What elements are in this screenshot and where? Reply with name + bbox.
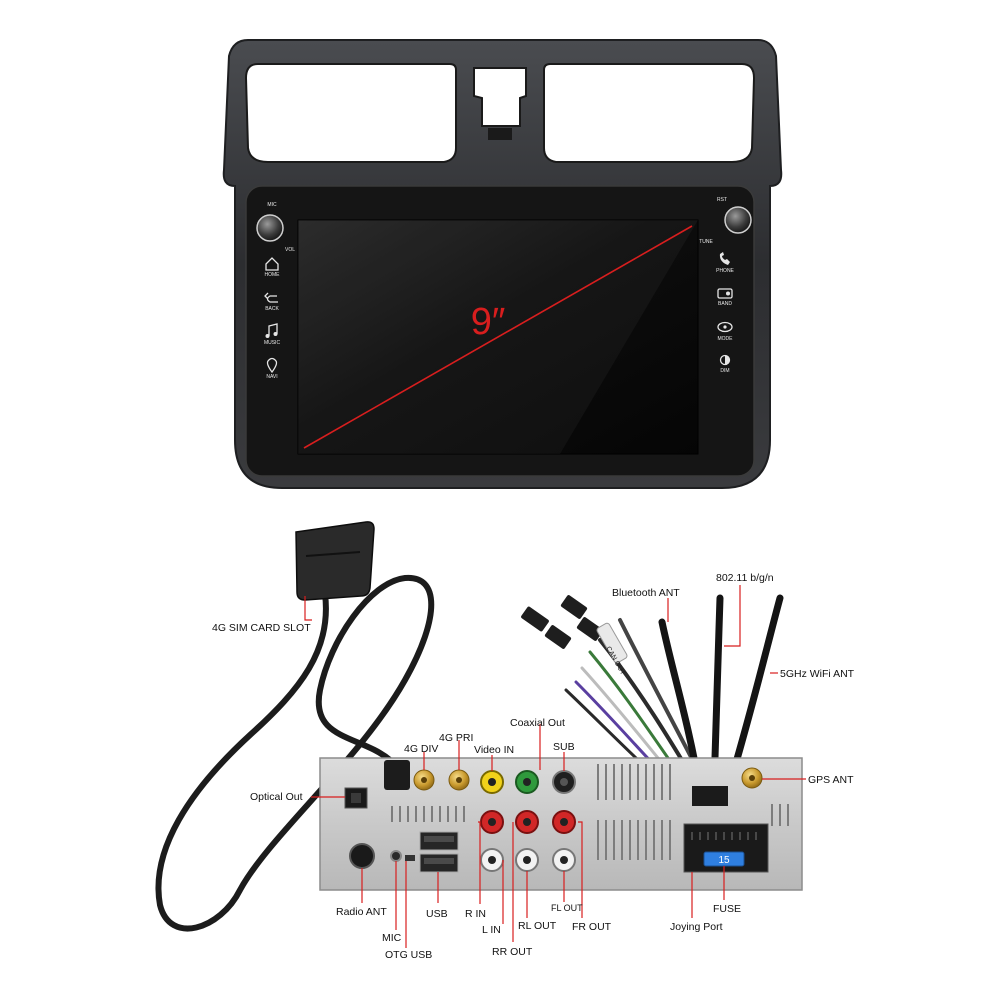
left-button-panel: MIC VOL HOME BACK MUSIC NAVI <box>256 202 295 381</box>
label-joying-port: Joying Port <box>670 921 723 933</box>
rst-label: RST <box>717 197 727 203</box>
music-icon <box>268 323 278 336</box>
label-radio-ant: Radio ANT <box>336 906 387 918</box>
tune-knob-icon[interactable] <box>724 206 752 234</box>
hazard-notch <box>488 128 512 140</box>
mic-label: MIC <box>267 202 277 208</box>
harness-plug <box>692 786 728 806</box>
sim-dongle <box>295 521 375 601</box>
harness-connector-4 <box>576 617 604 641</box>
mode-button[interactable]: MODE <box>717 321 734 343</box>
callout-labels: 4G SIM CARD SLOT Bluetooth ANT 802.11 b/… <box>212 572 855 961</box>
label-wifi-24: 802.11 b/g/n <box>716 572 774 584</box>
navi-icon <box>266 357 278 374</box>
sim-cable-plug <box>384 760 410 790</box>
harness-connector-1 <box>521 606 549 632</box>
mic-jack[interactable] <box>390 850 402 862</box>
label-optical-out: Optical Out <box>250 791 303 803</box>
back-icon <box>264 292 278 303</box>
home-icon <box>265 257 279 271</box>
screen-diagonal-line <box>303 225 693 449</box>
label-l-in: L IN <box>482 924 501 936</box>
label-sub: SUB <box>553 741 575 753</box>
leader-lines <box>304 585 806 948</box>
volume-knob-icon[interactable] <box>256 214 284 242</box>
right-vent-opening <box>543 63 756 163</box>
label-rr-out: RR OUT <box>492 946 533 958</box>
fuse-value: 15 <box>718 855 730 866</box>
music-label: MUSIC <box>264 340 281 346</box>
label-fr-out: FR OUT <box>572 921 612 933</box>
hazard-cutout <box>473 67 527 127</box>
band-icon <box>717 288 733 299</box>
home-button[interactable]: HOME <box>265 257 281 278</box>
band-button[interactable]: BAND <box>717 288 733 307</box>
head-unit-front: 9″ MIC VOL HOME BACK MUSIC NAVI <box>222 39 783 489</box>
label-fl-out: FL OUT <box>551 903 583 913</box>
mode-icon <box>717 321 733 333</box>
back-button[interactable]: BACK <box>264 292 279 312</box>
label-usb: USB <box>426 908 448 920</box>
label-rl-out: RL OUT <box>518 920 557 932</box>
label-4g-sim-card-slot: 4G SIM CARD SLOT <box>212 622 311 634</box>
tune-label: TUNE <box>699 239 713 245</box>
mode-label: MODE <box>718 336 734 342</box>
label-wifi-5g: 5GHz WiFi ANT <box>780 668 855 680</box>
chassis-vents <box>391 764 789 860</box>
label-coaxial-out: Coaxial Out <box>510 717 565 729</box>
can-out-tag <box>596 622 628 664</box>
label-otg-usb: OTG USB <box>385 949 432 961</box>
label-fuse: FUSE <box>713 903 741 915</box>
harness-connector-2 <box>544 625 572 649</box>
home-label: HOME <box>265 272 281 278</box>
rear-chassis: 15 <box>319 757 803 891</box>
vol-label: VOL <box>285 247 295 253</box>
otg-usb-port[interactable] <box>405 855 415 861</box>
label-gps-ant: GPS ANT <box>808 774 854 786</box>
band-label: BAND <box>718 301 732 307</box>
screen-size-label: 9″ <box>471 301 506 343</box>
sim-cable <box>155 574 435 932</box>
label-bluetooth-ant: Bluetooth ANT <box>612 587 680 599</box>
label-r-in: R IN <box>465 908 486 920</box>
back-label: BACK <box>265 306 279 312</box>
phone-button[interactable]: PHONE <box>716 252 735 274</box>
left-vent-opening <box>244 63 457 163</box>
sim-card-module <box>155 521 435 932</box>
dim-button[interactable]: DIM <box>719 354 731 375</box>
radio-ant-port[interactable] <box>349 843 375 869</box>
dim-label: DIM <box>720 368 729 374</box>
right-button-panel: RST TUNE PHONE BAND MODE DIM <box>699 197 752 375</box>
label-mic: MIC <box>382 932 402 944</box>
music-button[interactable]: MUSIC <box>264 323 281 346</box>
harness-connector-3 <box>560 595 588 619</box>
navi-label: NAVI <box>266 374 277 380</box>
label-4g-pri: 4G PRI <box>439 732 473 744</box>
label-4g-div: 4G DIV <box>404 743 438 755</box>
phone-icon <box>719 252 730 265</box>
navi-button[interactable]: NAVI <box>266 357 278 381</box>
label-video-in: Video IN <box>474 744 514 756</box>
phone-label: PHONE <box>716 268 734 274</box>
